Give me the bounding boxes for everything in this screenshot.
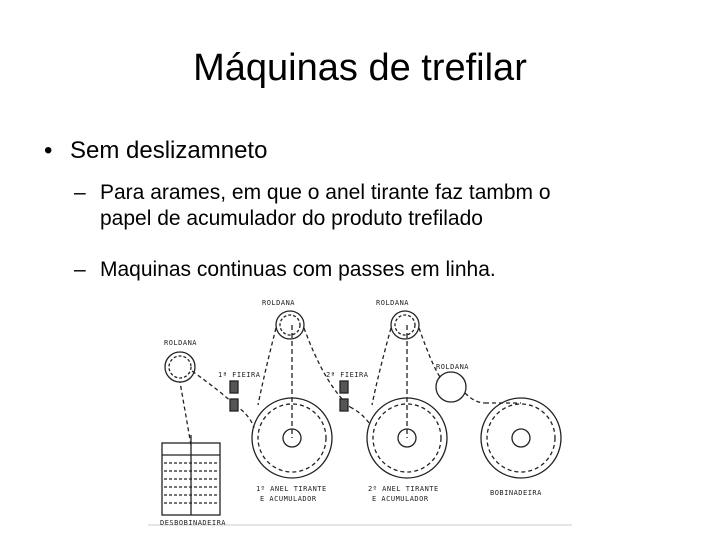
label-bobinadeira: BOBINADEIRA [490,489,542,497]
label-anel-2-line2: E ACUMULADOR [372,495,429,503]
bobinadeira-drum [480,397,562,479]
label-anel-2-line1: 2º ANEL TIRANTE [368,485,439,493]
label-desbobinadeira: DESBOBINADEIRA [160,519,226,527]
fieira-2-die [339,380,349,412]
sub-bullet-item: –Para arames, em que o anel tirante faz … [74,180,674,232]
roldana-3-pulley [390,310,420,340]
sub-bullet-marker: – [74,258,86,281]
label-roldana-1: ROLDANA [164,339,197,347]
bullet-marker: • [44,137,53,164]
label-roldana-3: ROLDANA [376,299,409,307]
slide-title: Máquinas de trefilar [193,47,527,89]
roldana-2-pulley [275,310,305,340]
label-roldana-4: ROLDANA [436,363,469,371]
desbobinadeira-box [161,435,221,516]
sub-bullet-text: Maquinas continuas com passes em linha. [100,258,496,281]
label-anel-1-line2: E ACUMULADOR [260,495,317,503]
sub-bullet-marker: – [74,181,86,204]
roldana-4-pulley [435,371,467,403]
label-anel-1-line1: 1º ANEL TIRANTE [256,485,327,493]
bullet-item: • Sem deslizamneto [44,136,684,166]
wire-drawing-machine-diagram: ROLDANA ROLDANA ROLDANA ROLDANA 1ª FIEIR… [148,299,572,527]
bullet-text: Sem deslizamneto [70,137,268,164]
label-roldana-2: ROLDANA [262,299,295,307]
label-fieira-2: 2ª FIEIRA [326,371,369,379]
label-fieira-1: 1ª FIEIRA [218,371,261,379]
sub-bullet-text-line2: papel de acumulador do produto trefilado [100,207,483,230]
sub-bullet-item: –Maquinas continuas com passes em linha. [74,257,674,283]
fieira-1-die [229,380,239,412]
sub-bullet-text-line1: Para arames, em que o anel tirante faz t… [100,181,551,204]
